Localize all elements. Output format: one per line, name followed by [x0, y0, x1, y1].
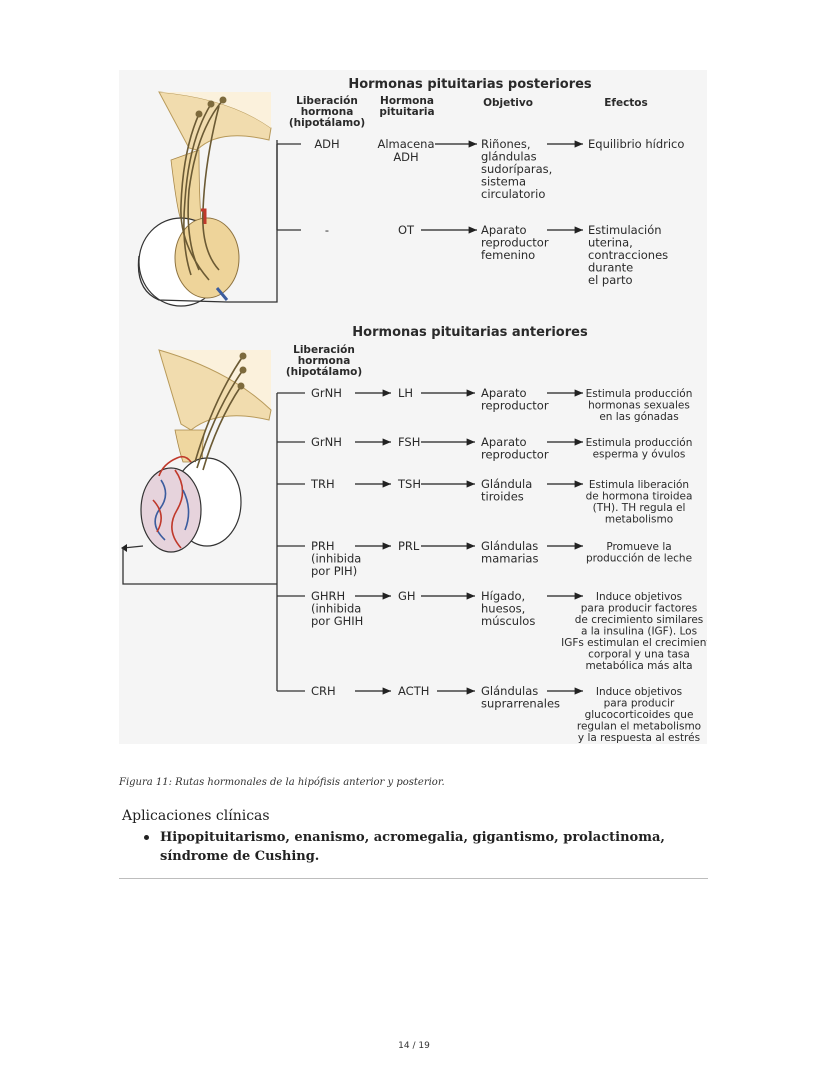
- clinical-applications-heading: Aplicaciones clínicas: [122, 808, 270, 824]
- vein: [215, 287, 229, 301]
- posterior-effect: Equilibrio hídrico: [588, 137, 684, 151]
- anterior-bracket: [122, 548, 277, 585]
- anterior-release-hormone: GrNH: [311, 386, 342, 400]
- portal-vessels: [152, 455, 192, 549]
- anterior-section-title: Hormonas pituitarias anteriores: [352, 325, 588, 340]
- hormone-pathways-diagram: Hormonas pituitarias posterioresLiberaci…: [121, 77, 707, 744]
- diagram-arrows: [355, 140, 583, 695]
- anterior-pituitary-hormone: FSH: [398, 435, 420, 449]
- page-number: 14 / 19: [398, 1041, 430, 1051]
- artery: [201, 208, 207, 224]
- neuron-body: [219, 96, 227, 104]
- clinical-list-item: Hipopituitarismo, enanismo, acromegalia,…: [122, 828, 708, 866]
- anterior-pituitary-hormone: GH: [398, 589, 416, 603]
- posterior-header-effects: Efectos: [604, 97, 648, 109]
- anterior-lobe: [140, 467, 202, 553]
- hypothalamus-shape: [158, 349, 272, 431]
- neuron-body: [195, 110, 203, 118]
- nerve-fibers: [194, 355, 244, 471]
- anterior-pituitary-illustration: [121, 349, 277, 585]
- neuron-body: [207, 100, 215, 108]
- anterior-pituitary-hormone: LH: [398, 386, 413, 400]
- neuron-body: [237, 382, 245, 390]
- posterior-pituitary-illustration: [137, 91, 278, 307]
- diagram-tree-lines: [276, 143, 305, 692]
- nerve-fibers: [180, 99, 224, 281]
- anterior-pituitary-hormone: ACTH: [398, 684, 429, 698]
- anterior-pituitary-hormone: PRL: [398, 539, 420, 553]
- anterior-release-hormone: GrNH: [311, 435, 342, 449]
- neuron-body: [239, 352, 247, 360]
- posterior-release-hormone: ADH: [314, 137, 339, 151]
- clinical-applications-list: Hipopituitarismo, enanismo, acromegalia,…: [122, 828, 708, 866]
- anterior-target: Hígado,huesos,músculos: [481, 589, 535, 628]
- posterior-pituitary-hormone: OT: [398, 223, 415, 237]
- posterior-section-title: Hormonas pituitarias posteriores: [348, 77, 592, 92]
- posterior-header-target: Objetivo: [483, 97, 533, 109]
- figure-caption: Figura 11: Rutas hormonales de la hipófi…: [119, 777, 445, 788]
- anterior-release-hormone: CRH: [311, 684, 336, 698]
- posterior-lobe: [174, 217, 240, 299]
- posterior-outflow-line: [137, 140, 278, 303]
- section-divider: [119, 878, 708, 879]
- neuron-body: [239, 366, 247, 374]
- diagram-text: Hormonas pituitarias posterioresLiberaci…: [286, 77, 707, 744]
- anterior-pituitary-hormone: TSH: [397, 477, 421, 491]
- posterior-release-hormone: -: [325, 223, 329, 237]
- anterior-release-hormone: TRH: [310, 477, 335, 491]
